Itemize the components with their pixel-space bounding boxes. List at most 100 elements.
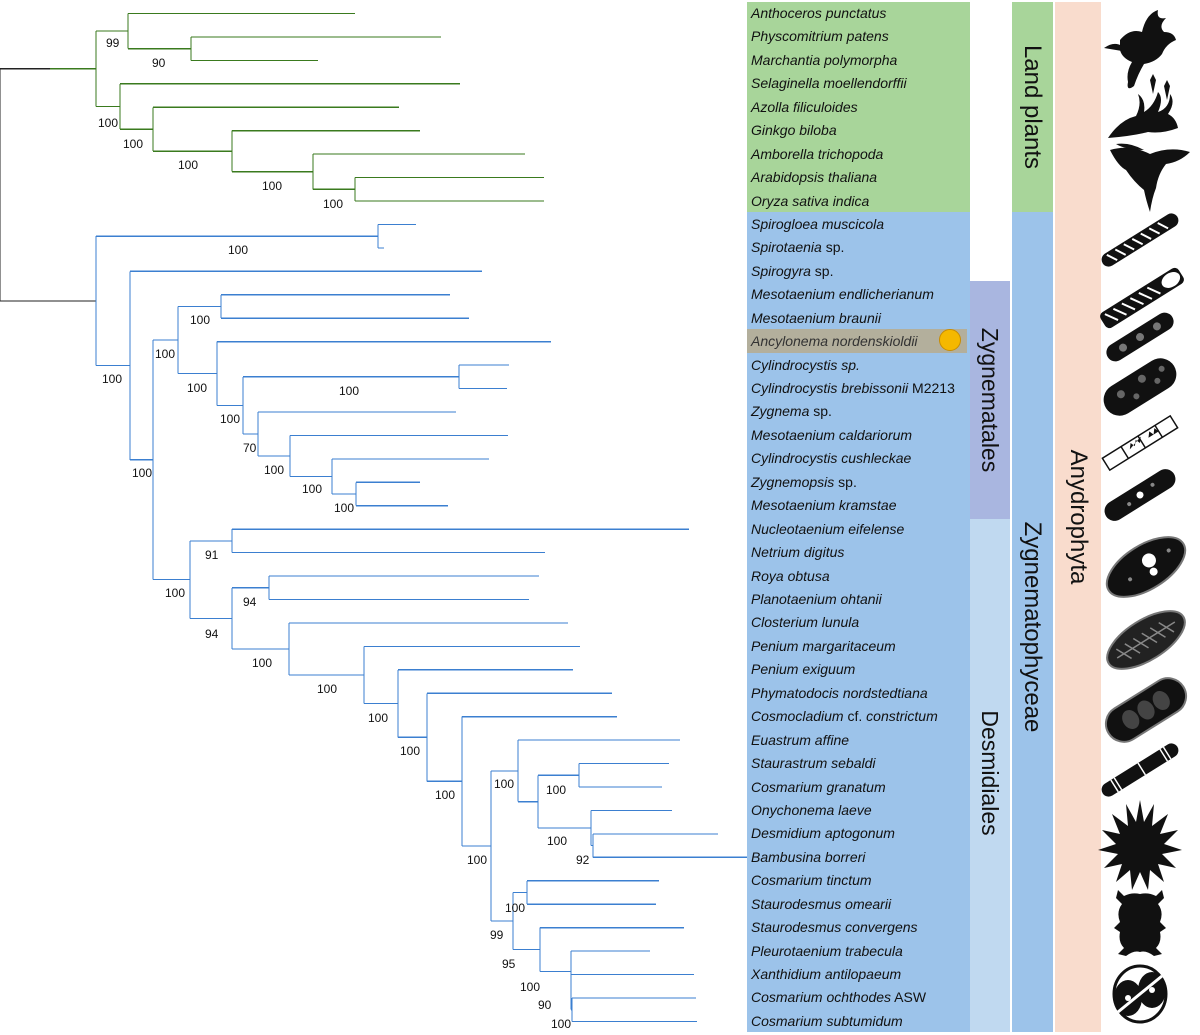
filamentous-alga-2-icon <box>1100 267 1184 329</box>
taxon-name: Ginkgo biloba <box>751 122 837 139</box>
bootstrap-value: 91 <box>205 548 219 562</box>
taxon-label: Ancylonema nordenskioldii <box>751 330 918 353</box>
taxon-label: Onychonema laeve <box>751 799 872 822</box>
bootstrap-value: 100 <box>123 137 144 151</box>
taxon-label: Selaginella moellendorffii <box>751 72 907 95</box>
taxon-label: Mesotaenium braunii <box>751 307 881 330</box>
zygnematophyceae-clade-band <box>1012 212 1053 1032</box>
bootstrap-value: 100 <box>334 501 355 515</box>
taxon-suffix: M2213 <box>908 380 955 397</box>
taxon-name: Spirotaenia <box>751 239 822 256</box>
fern-silhouette-icon <box>1110 143 1190 212</box>
taxon-name: Penium exiguum <box>751 661 856 678</box>
taxon-name: Arabidopsis thaliana <box>751 169 878 186</box>
pleurotaenium-cell-icon <box>1101 743 1179 797</box>
taxon-name: Bambusina borreri <box>751 848 866 865</box>
taxon-label: Anthoceros punctatus <box>751 2 886 25</box>
taxon-name: Xanthidium antilopaeum <box>751 966 902 983</box>
bootstrap-value: 95 <box>502 957 516 971</box>
taxon-name: Marchantia polymorpha <box>751 51 898 68</box>
taxon-name: Azolla filiculoides <box>751 98 858 115</box>
taxon-name: Ancylonema nordenskioldii <box>751 333 918 350</box>
staurastrum-cell-icon <box>1114 890 1166 956</box>
taxon-label: Marchantia polymorpha <box>751 49 897 72</box>
taxon-name: Spirogyra <box>751 262 811 279</box>
bootstrap-value: 100 <box>98 116 119 130</box>
desmidiales-band <box>970 519 1010 1032</box>
micrasterias-cell-icon <box>1098 800 1182 890</box>
zygnema-filament-icon <box>1101 414 1179 472</box>
taxon-label: Nucleotaenium eifelense <box>751 518 904 541</box>
zygnematales-band <box>970 281 1010 519</box>
taxon-name: Spirogloea muscicola <box>751 215 885 232</box>
taxon-suffix: sp. <box>809 403 832 420</box>
taxon-label: Cylindrocystis brebissonii M2213 <box>751 377 955 400</box>
taxon-name: Closterium lunula <box>751 614 860 631</box>
taxon-label: Penium exiguum <box>751 658 855 681</box>
taxon-name: Cosmarium granatum <box>751 778 886 795</box>
bootstrap-value: 100 <box>102 372 123 386</box>
taxon-label: Cosmarium ochthodes ASW <box>751 986 926 1009</box>
taxon-label: Mesotaenium kramstae <box>751 494 897 517</box>
taxon-epithet: constrictum <box>866 708 938 725</box>
taxon-name: Staurodesmus convergens <box>751 919 918 936</box>
bootstrap-value: 100 <box>264 463 285 477</box>
taxon-label: Arabidopsis thaliana <box>751 166 877 189</box>
taxon-label: Pleurotaenium trabecula <box>751 940 903 963</box>
penium-cell-icon <box>1104 677 1188 743</box>
taxon-label: Staurodesmus omearii <box>751 893 891 916</box>
taxon-name: Nucleotaenium eifelense <box>751 520 905 537</box>
taxon-name: Cylindrocystis sp. <box>751 356 860 373</box>
bootstrap-value: 100 <box>520 980 541 994</box>
taxon-label: Bambusina borreri <box>751 846 865 869</box>
taxon-label: Netrium digitus <box>751 541 844 564</box>
taxon-name: Cosmarium subtumidum <box>751 1012 903 1029</box>
taxon-name: Mesotaenium endlicherianum <box>751 286 934 303</box>
filamentous-alga-1-icon <box>1101 213 1179 267</box>
taxon-label: Spirotaenia sp. <box>751 236 844 259</box>
bootstrap-value: 100 <box>467 853 488 867</box>
netrium-cell-icon <box>1105 536 1187 598</box>
bootstrap-value: 100 <box>228 243 249 257</box>
bootstrap-value: 99 <box>490 928 504 942</box>
bootstrap-value: 100 <box>505 901 526 915</box>
bootstrap-value: 100 <box>252 656 273 670</box>
taxon-label: Cosmarium granatum <box>751 776 886 799</box>
taxon-label: Euastrum affine <box>751 729 849 752</box>
taxon-label: Staurodesmus convergens <box>751 916 918 939</box>
bootstrap-value: 70 <box>243 441 257 455</box>
taxon-label: Zygnemopsis sp. <box>751 471 857 494</box>
taxon-label: Staurastrum sebaldi <box>751 752 876 775</box>
bootstrap-value: 100 <box>547 834 568 848</box>
bootstrap-value: 100 <box>323 197 344 211</box>
taxon-suffix: cf. <box>843 708 867 725</box>
taxon-name: Pleurotaenium trabecula <box>751 942 903 959</box>
bootstrap-value: 90 <box>538 998 552 1012</box>
taxon-label: Cylindrocystis sp. <box>751 354 860 377</box>
taxon-label: Mesotaenium caldariorum <box>751 424 912 447</box>
taxon-label: Cylindrocystis cushleckae <box>751 447 911 470</box>
land-plants-clade-band <box>1012 2 1053 212</box>
taxon-suffix: ASW <box>891 989 927 1006</box>
taxon-label: Ginkgo biloba <box>751 119 837 142</box>
bootstrap-value: 100 <box>178 158 199 172</box>
bootstrap-value: 100 <box>435 788 456 802</box>
bootstrap-value: 100 <box>220 412 241 426</box>
bootstrap-value: 92 <box>576 853 590 867</box>
taxon-name: Cosmocladium <box>751 708 844 725</box>
taxon-label: Physcomitrium patens <box>751 25 889 48</box>
bootstrap-value: 100 <box>400 744 421 758</box>
taxon-label: Penium margaritaceum <box>751 635 896 658</box>
taxon-label: Roya obtusa <box>751 565 830 588</box>
taxon-label: Oryza sativa indica <box>751 190 869 213</box>
bootstrap-value: 100 <box>190 313 211 327</box>
taxon-suffix: sp. <box>834 473 857 490</box>
bootstrap-value: 94 <box>243 595 257 609</box>
bootstrap-value: 100 <box>187 381 208 395</box>
taxon-label: Desmidium aptogonum <box>751 822 895 845</box>
hornwort-silhouette-icon <box>1104 10 1176 89</box>
taxon-name: Cylindrocystis brebissonii <box>751 380 909 397</box>
